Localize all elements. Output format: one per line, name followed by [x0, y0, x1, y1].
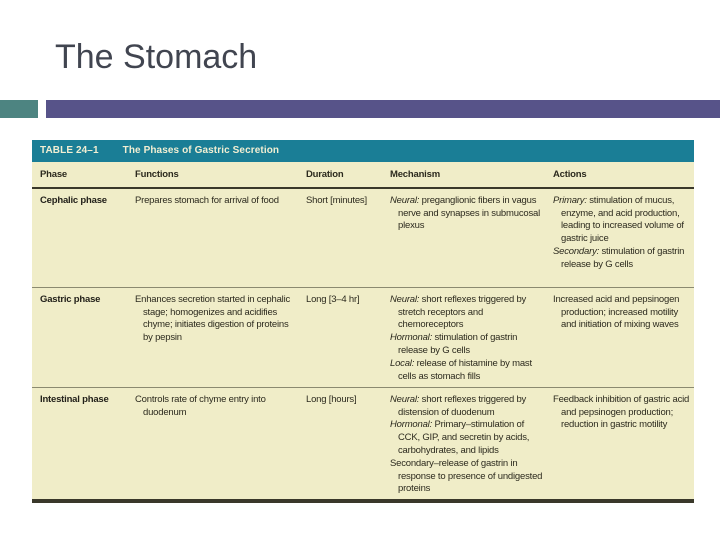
table-cell-actions: Primary: stimulation of mucus, enzyme, a…	[553, 195, 694, 287]
segment: Prepares stomach for arrival of food	[135, 194, 279, 206]
table-cell-duration: Long [3–4 hr]	[306, 293, 360, 305]
table-cell-phase: Cephalic phase	[40, 194, 107, 206]
table-cell-mechanism: Neural: short reflexes triggered by dist…	[390, 394, 553, 499]
segment-lead: Local:	[390, 357, 417, 369]
table-cell-phase: Gastric phase	[40, 293, 101, 305]
column-header-row: Phase Functions Duration Mechanism Actio…	[32, 162, 694, 189]
column-header-phase: Phase	[40, 169, 67, 180]
table-cell-mechanism: Neural: preganglionic fibers in vagus ne…	[390, 195, 553, 287]
segment: Neural: short reflexes triggered by dist…	[390, 393, 527, 418]
table-cell-phase: Intestinal phase	[40, 393, 109, 405]
segment: Enhances secretion started in cephalic s…	[135, 293, 291, 344]
segment: Feedback inhibition of gastric acid and …	[553, 393, 690, 431]
column-header-functions: Functions	[135, 169, 179, 180]
table-cell-duration: Long [hours]	[306, 393, 357, 405]
segment: Primary: stimulation of mucus, enzyme, a…	[553, 194, 684, 245]
table-cell-duration: Short [minutes]	[306, 194, 367, 206]
accent-bar	[46, 100, 720, 118]
gastric-secretion-table: TABLE 24–1 The Phases of Gastric Secreti…	[32, 140, 694, 503]
segment: Hormonal: stimulation of gastrin release…	[390, 332, 518, 356]
table-body: Phase Functions Duration Mechanism Actio…	[32, 162, 694, 503]
segment: Hormonal: Primary–stimulation of CCK, GI…	[390, 419, 530, 456]
table-row: Cephalic phase Prepares stomach for arriv…	[32, 189, 694, 288]
segment-lead: Neural:	[390, 293, 422, 305]
segment: Secondary: stimulation of gastrin releas…	[553, 245, 685, 270]
segment: Neural: short reflexes triggered by stre…	[390, 293, 527, 331]
segment-lead: Neural:	[390, 393, 422, 405]
column-header-duration: Duration	[306, 169, 344, 180]
segment: Controls rate of chyme entry into duoden…	[135, 393, 266, 418]
segment-lead: Neural:	[390, 194, 422, 206]
table-rows: Cephalic phase Prepares stomach for arriv…	[32, 189, 694, 499]
segment: Increased acid and pepsinogen production…	[553, 293, 680, 331]
segment-lead: Hormonal:	[390, 332, 435, 344]
table-cell-functions: Controls rate of chyme entry into duoden…	[135, 394, 306, 499]
table-cell-functions: Enhances secretion started in cephalic s…	[135, 294, 306, 387]
table-cell-actions: Increased acid and pepsinogen production…	[553, 294, 694, 387]
segment: Neural: preganglionic fibers in vagus ne…	[390, 194, 540, 232]
table-number: TABLE 24–1	[40, 144, 99, 156]
table-cell-mechanism: Neural: short reflexes triggered by stre…	[390, 294, 553, 387]
segment-lead: Primary:	[553, 194, 590, 206]
column-header-mechanism: Mechanism	[390, 169, 440, 180]
table-cell-functions: Prepares stomach for arrival of food	[135, 195, 306, 287]
table-title: The Phases of Gastric Secretion	[122, 144, 280, 156]
table-header-bar: TABLE 24–1 The Phases of Gastric Secreti…	[32, 140, 694, 162]
column-header-actions: Actions	[553, 169, 587, 180]
table-cell-actions: Feedback inhibition of gastric acid and …	[553, 394, 694, 499]
segment: Secondary–release of gastrin in response…	[390, 457, 543, 495]
segment: Local: release of histamine by mast cell…	[390, 357, 532, 382]
segment-lead: Secondary:	[553, 245, 602, 257]
table-row: Gastric phase Enhances secretion started …	[32, 288, 694, 388]
accent-square	[0, 100, 38, 118]
segment-lead: Hormonal:	[390, 419, 435, 431]
slide-title: The Stomach	[55, 38, 258, 76]
table-row: Intestinal phase Controls rate of chyme e…	[32, 388, 694, 499]
